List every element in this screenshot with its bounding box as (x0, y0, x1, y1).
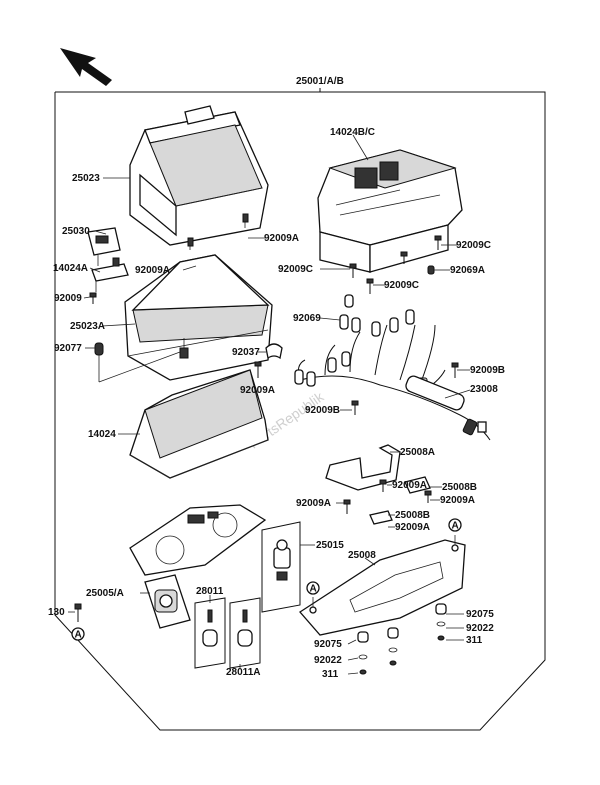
label-25001: 25001/A/B (296, 76, 344, 87)
harness-23008 (294, 294, 491, 441)
grommet-92077 (94, 342, 181, 383)
screw-92009c-1 (434, 235, 442, 250)
screw-92009a-4 (343, 499, 351, 514)
screw-92009a-5 (424, 490, 432, 503)
label-25008: 25008 (348, 550, 376, 561)
plate-14024 (129, 369, 269, 479)
label-25008b-2: 25008B (395, 510, 430, 521)
label-14024a: 14024A (53, 263, 88, 274)
label-28011: 28011 (196, 586, 224, 597)
label-92009b-2: 92009B (305, 405, 340, 416)
housing-25023 (129, 105, 269, 250)
label-311-1: 311 (466, 635, 483, 646)
label-23008: 23008 (470, 384, 498, 395)
plate-25008 (299, 535, 466, 636)
mount-92075-1 (435, 603, 447, 641)
label-25015: 25015 (316, 540, 344, 551)
svg-text:A: A (452, 521, 459, 532)
mount-extra (387, 627, 399, 666)
leader-lines (68, 134, 471, 675)
label-92009: 92009 (54, 293, 82, 304)
ref-a-plate-left: A (306, 581, 320, 595)
label-92022-2: 92022 (314, 655, 342, 666)
bracket-25008b-2 (369, 510, 393, 525)
label-92009a-3: 92009A (240, 385, 275, 396)
ref-a-plate-right: A (448, 518, 462, 532)
screw-92009c-3 (366, 278, 374, 294)
label-28011a: 28011A (226, 667, 260, 678)
label-92009a-2: 92009A (135, 265, 170, 276)
label-14024: 14024 (88, 429, 116, 440)
label-25030: 25030 (62, 226, 90, 237)
cover-25023a (124, 254, 273, 381)
label-25008b-1: 25008B (442, 482, 477, 493)
bracket-14024a (91, 257, 129, 292)
ref-a-left: A (71, 627, 85, 641)
label-92009a-5: 92009A (440, 495, 475, 506)
label-92009c-1: 92009C (456, 240, 491, 251)
mount-92075-2 (357, 631, 369, 675)
label-92009b-1: 92009B (470, 365, 505, 376)
label-92009a-7: 92009A (395, 522, 430, 533)
label-92009a-6: 92009A (296, 498, 331, 509)
screw-130 (74, 603, 82, 622)
bulb-28011 (194, 597, 226, 669)
label-92075-2: 92075 (314, 639, 342, 650)
label-92009c-2: 92009C (278, 264, 313, 275)
svg-text:A: A (75, 630, 82, 641)
label-92022-1: 92022 (466, 623, 494, 634)
dial-face-25005a (129, 504, 267, 576)
cap-92069a (427, 265, 435, 275)
label-25023: 25023 (72, 173, 100, 184)
label-92075-1: 92075 (466, 609, 494, 620)
label-130: 130 (48, 607, 65, 618)
bracket-25008a (325, 444, 401, 491)
label-92037: 92037 (232, 347, 260, 358)
label-14024bc: 14024B/C (330, 127, 375, 138)
label-92069: 92069 (293, 313, 321, 324)
gauge-25005a (144, 574, 191, 629)
label-92009c-3: 92009C (384, 280, 419, 291)
assembly-frame (54, 91, 546, 731)
bulb-28011a (229, 597, 261, 669)
part-25015 (261, 521, 301, 613)
screw-92009a-3 (254, 361, 262, 378)
svg-text:A: A (310, 584, 317, 595)
case-14024bc (317, 149, 463, 273)
screw-92009c-2 (349, 251, 408, 278)
clamp-92037 (265, 343, 283, 360)
label-311-2: 311 (322, 669, 339, 680)
label-25008a: 25008A (400, 447, 435, 458)
meter-25030 (87, 227, 121, 266)
screw-92009 (89, 292, 97, 304)
label-92069a: 92069A (450, 265, 485, 276)
label-92009a-4: 92009A (392, 480, 427, 491)
label-92009a-1: 92009A (264, 233, 299, 244)
bracket-25008b-1 (379, 476, 431, 494)
label-25005a: 25005/A (86, 588, 124, 599)
label-92077: 92077 (54, 343, 82, 354)
screw-92009b-2 (351, 400, 359, 415)
label-25023a: 25023A (70, 321, 105, 332)
screw-92009b-1 (451, 362, 459, 378)
direction-arrow-icon (60, 48, 112, 86)
